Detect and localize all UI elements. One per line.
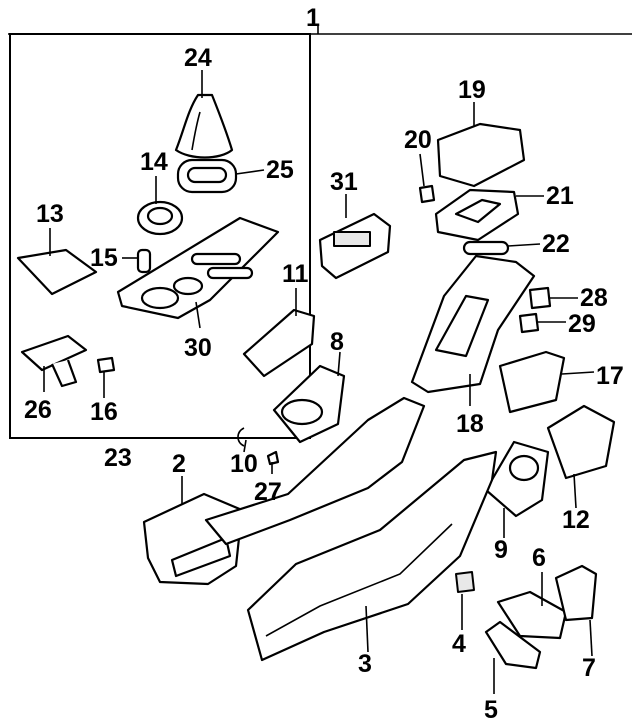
console-body [410,254,536,394]
bracket-5 [484,620,542,670]
callout-7: 7 [582,654,596,682]
clip-15 [136,248,152,274]
fastener-28 [528,286,552,310]
callout-15: 15 [90,244,118,272]
console-frame [204,396,426,546]
callout-10: 10 [230,450,258,478]
bracket-26 [20,334,88,388]
fastener-29 [518,312,540,334]
callout-3: 3 [358,650,372,678]
leader-lines [43,70,595,694]
clip-27 [266,450,280,466]
callout-22: 22 [542,230,570,258]
callout-5: 5 [484,696,498,724]
shift-collar [136,200,184,236]
callout-21: 21 [546,182,574,210]
callout-9: 9 [494,536,508,564]
subassembly-box [9,33,311,439]
callout-25: 25 [266,156,294,184]
clip-10 [237,427,245,447]
callout-23: 23 [104,444,132,472]
callout-14: 14 [140,148,168,176]
block-4 [455,571,475,593]
panel-7 [554,564,598,622]
callout-31: 31 [330,168,358,196]
armrest-base [434,188,520,242]
console-tray [116,216,280,320]
callout-26: 26 [24,396,52,424]
plug-16 [96,356,116,374]
callout-8: 8 [330,328,344,356]
callouts: 1 2 3 4 5 6 7 8 9 10 11 12 13 14 15 16 1… [24,4,624,724]
callout-12: 12 [562,506,590,534]
callout-28: 28 [580,284,608,312]
cover-6 [496,590,568,640]
switch-bracket [318,212,392,280]
pin-20 [418,184,436,204]
callout-16: 16 [90,398,118,426]
shift-boot [174,93,234,159]
callout-24: 24 [184,44,212,72]
storage-lid [16,248,98,296]
callout-13: 13 [36,200,64,228]
callout-17: 17 [596,362,624,390]
callout-4: 4 [452,630,466,658]
callout-30: 30 [184,334,212,362]
callout-20: 20 [404,126,432,154]
boot-ring [176,158,238,194]
side-panel-3 [246,450,498,662]
callout-11: 11 [282,260,309,288]
side-cover-12 [546,404,616,480]
callout-18: 18 [456,410,484,438]
callout-19: 19 [458,76,486,104]
callout-29: 29 [568,310,596,338]
assembly-bracket [8,26,632,35]
cup-holder [272,364,346,444]
armrest-lid [436,122,526,188]
callout-2: 2 [172,450,186,478]
callout-6: 6 [532,544,546,572]
callout-1: 1 [306,4,320,32]
trim-17 [498,350,566,414]
pad-11 [242,308,316,378]
seal-22 [462,240,510,256]
shifter-bezel [484,440,550,518]
callout-27: 27 [254,478,282,506]
